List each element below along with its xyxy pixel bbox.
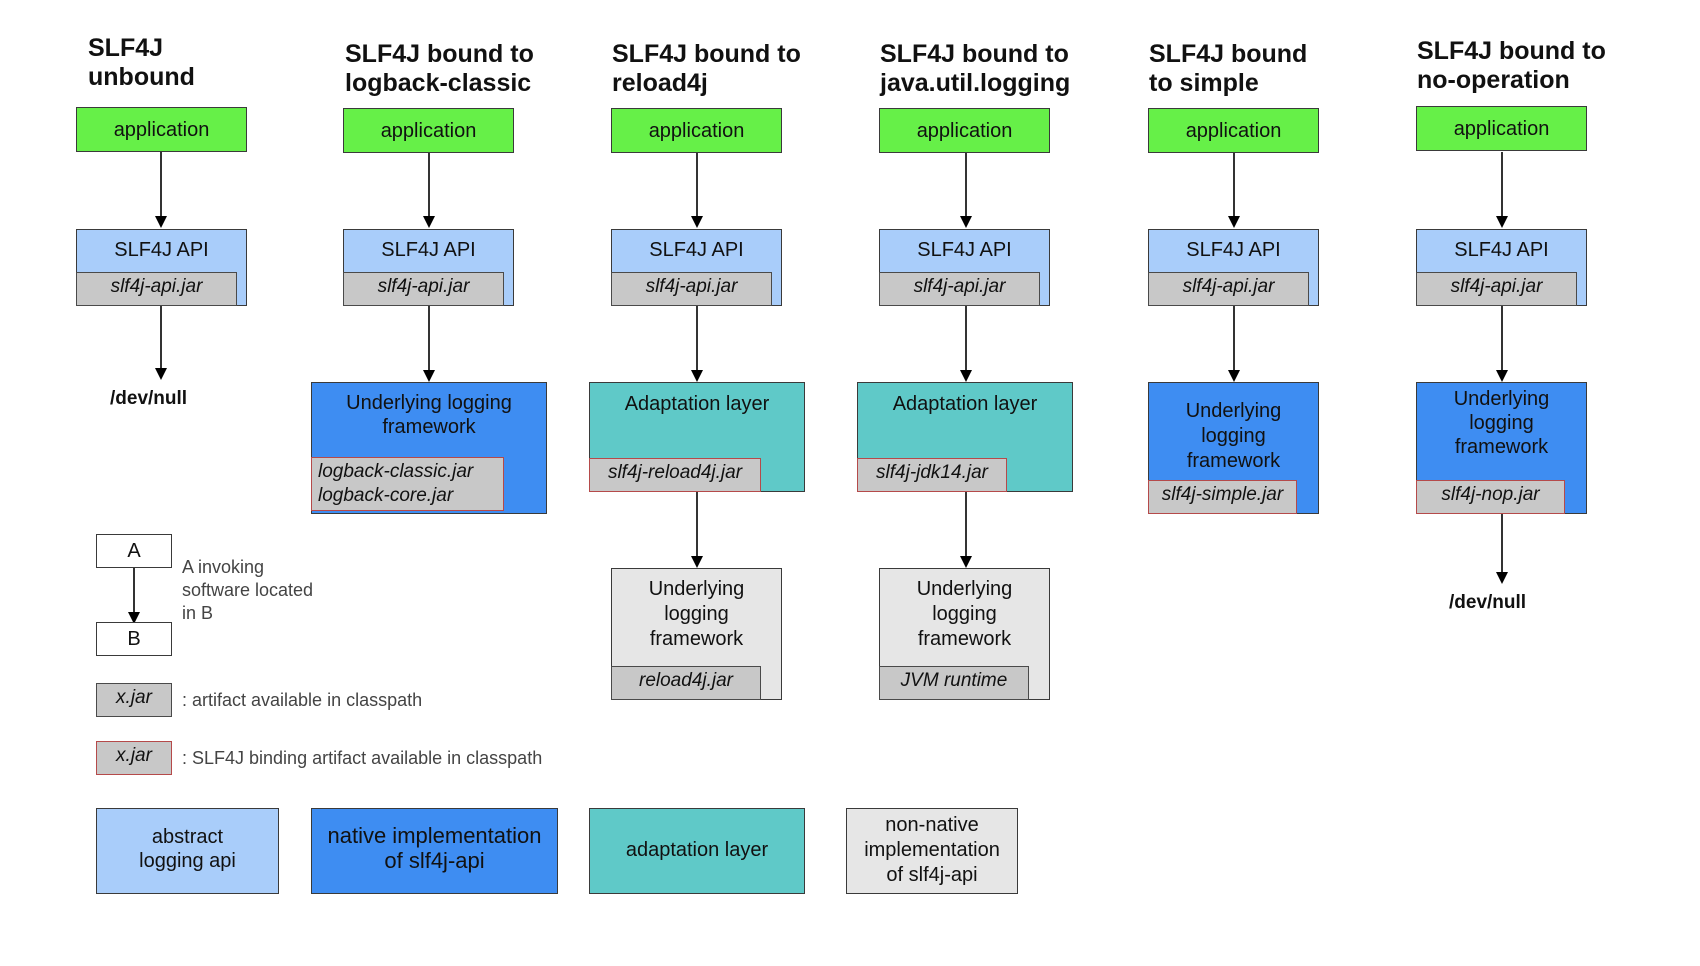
dev-null-sink: /dev/null	[110, 388, 188, 409]
api-jar: slf4j-api.jar	[343, 272, 504, 306]
dev-null-sink: /dev/null	[1449, 592, 1527, 613]
column-title: SLF4J bound to reload4j	[612, 40, 801, 97]
application-label: application	[380, 120, 477, 142]
legend-box-a: A	[96, 534, 172, 568]
framework-jar: JVM runtime	[879, 666, 1029, 700]
application-box: application	[1148, 108, 1319, 153]
api-jar: slf4j-api.jar	[1416, 272, 1577, 306]
legend-invoke-note: A invoking software located in B	[182, 557, 314, 623]
legend-box-b: B	[96, 622, 172, 656]
legend-adaptation-swatch: adaptation layer	[589, 808, 805, 894]
application-label: application	[113, 119, 210, 141]
binding-jar: slf4j-jdk14.jar	[857, 458, 1007, 492]
api-jar: slf4j-api.jar	[76, 272, 237, 306]
legend-binding-jar-note: : SLF4J binding artifact available in cl…	[182, 748, 543, 768]
slf4j-api-label: SLF4J API	[1454, 239, 1549, 261]
slf4j-api-label: SLF4J API	[114, 239, 209, 261]
application-box: application	[611, 108, 782, 153]
column-title: SLF4J unbound	[88, 34, 195, 91]
column-title: SLF4J bound to no-operation	[1417, 37, 1606, 94]
application-label: application	[1453, 118, 1550, 140]
legend-native-impl-swatch: native implementation of slf4j-api	[311, 808, 558, 894]
legend-jar-note: : artifact available in classpath	[182, 690, 423, 710]
slf4j-api-label: SLF4J API	[381, 239, 476, 261]
application-box: application	[879, 108, 1050, 153]
adaptation-layer-label: Adaptation layer	[892, 393, 1038, 415]
legend-b-label: B	[127, 628, 141, 650]
legend-non-native-swatch: non-native implementation of slf4j-api	[846, 808, 1018, 894]
application-box: application	[76, 107, 247, 152]
slf4j-api-label: SLF4J API	[649, 239, 744, 261]
framework-label: Underlying logging framework	[346, 392, 512, 438]
legend-non-native-label: non-native implementation of slf4j-api	[864, 814, 1000, 886]
binding-jar: slf4j-simple.jar	[1148, 480, 1297, 514]
column-title: SLF4J bound to java.util.logging	[880, 40, 1071, 97]
application-label: application	[916, 120, 1013, 142]
framework-label: Underlying logging framework	[1453, 388, 1550, 458]
framework-jar: reload4j.jar	[611, 666, 761, 700]
application-label: application	[1185, 120, 1282, 142]
application-box: application	[1416, 106, 1587, 151]
slf4j-api-label: SLF4J API	[917, 239, 1012, 261]
application-box: application	[343, 108, 514, 153]
legend-abstract-api-label: abstract logging api	[139, 826, 236, 872]
legend-binding-jar-sample: x.jar	[96, 741, 172, 775]
api-jar: slf4j-api.jar	[611, 272, 772, 306]
column-title: SLF4J bound to logback-classic	[345, 40, 534, 97]
column-title: SLF4J bound to simple	[1149, 40, 1308, 97]
legend-abstract-api-swatch: abstract logging api	[96, 808, 279, 894]
native-framework-box: Underlying logging framework	[1416, 382, 1587, 514]
binding-jar: logback-classic.jar logback-core.jar	[311, 457, 504, 511]
framework-label: Underlying logging framework	[648, 578, 745, 650]
framework-label: Underlying logging framework	[1185, 400, 1282, 472]
binding-jar: slf4j-nop.jar	[1416, 480, 1565, 514]
legend-jar-sample: x.jar	[96, 683, 172, 717]
api-jar: slf4j-api.jar	[1148, 272, 1309, 306]
api-jar: slf4j-api.jar	[879, 272, 1040, 306]
slf4j-api-label: SLF4J API	[1186, 239, 1281, 261]
legend-a-label: A	[127, 540, 141, 562]
binding-jar: slf4j-reload4j.jar	[589, 458, 761, 492]
framework-label: Underlying logging framework	[916, 578, 1013, 650]
adaptation-layer-label: Adaptation layer	[624, 393, 770, 415]
application-label: application	[648, 120, 745, 142]
legend-adaptation-label: adaptation layer	[625, 839, 769, 861]
legend-native-impl-label: native implementation of slf4j-api	[327, 823, 542, 873]
